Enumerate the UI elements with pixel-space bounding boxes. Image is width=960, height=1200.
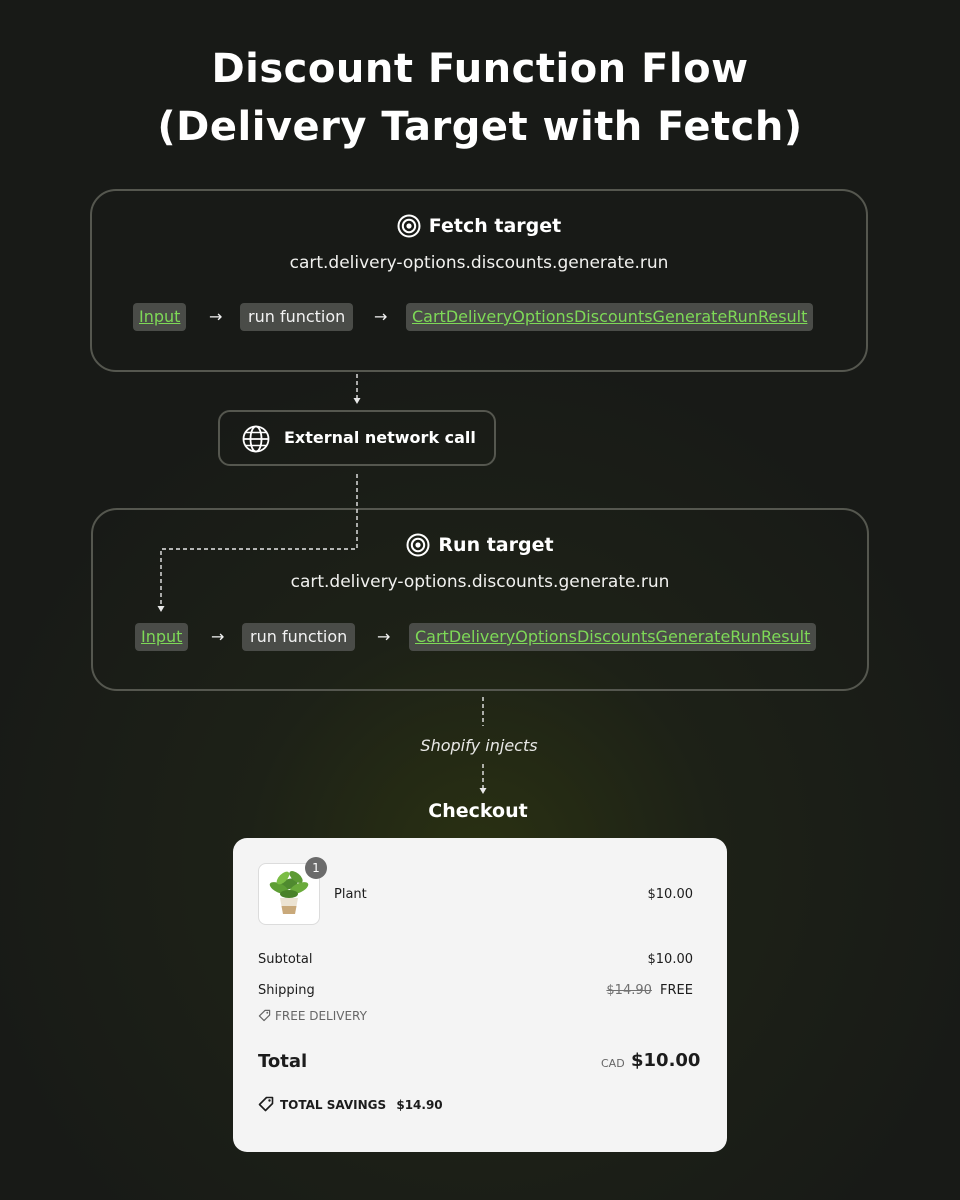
free-delivery-tag: FREE DELIVERY (258, 1007, 367, 1025)
total-currency: CAD (601, 1057, 625, 1070)
tag-icon (258, 1009, 271, 1022)
arrowhead-network (353, 398, 361, 404)
title-line-1: Discount Function Flow (211, 46, 749, 92)
shipping-free-value: FREE (660, 983, 693, 998)
total-savings: TOTAL SAVINGS $14.90 (258, 1096, 443, 1114)
fetch-run-function-pill: run function (240, 303, 354, 331)
run-target-box: Run target cart.delivery-options.discoun… (91, 508, 869, 691)
checkout-summary-card: 1 Plant $10.00 Subtotal $10.00 Shipping … (233, 838, 727, 1152)
fetch-target-title: Fetch target (428, 215, 562, 237)
plant-icon (269, 871, 309, 914)
total-savings-label: TOTAL SAVINGS (280, 1098, 387, 1112)
arrowhead-checkout (479, 788, 487, 794)
run-target-subtitle: cart.delivery-options.discounts.generate… (290, 572, 670, 592)
fetch-arrow-2: → (374, 307, 388, 326)
run-target-title: Run target (438, 534, 554, 556)
run-input-link[interactable]: Input (135, 623, 189, 651)
shopify-injects-label: Shopify injects (420, 736, 538, 755)
fetch-target-box: Fetch target cart.delivery-options.disco… (90, 189, 868, 372)
subtotal-value: $10.00 (647, 952, 694, 967)
run-result-link[interactable]: CartDeliveryOptionsDiscountsGenerateRunR… (409, 623, 817, 651)
shipping-price-group: $14.90 FREE (593, 982, 693, 1000)
shipping-label: Shipping (258, 983, 315, 998)
shipping-original-price: $14.90 (606, 983, 652, 998)
subtotal-label: Subtotal (258, 952, 313, 967)
connector-network-to-run-input (160, 474, 358, 606)
run-target-heading: Run target (93, 533, 867, 557)
globe-icon (242, 425, 270, 453)
item-name: Plant (334, 887, 367, 902)
fetch-input-link[interactable]: Input (133, 303, 187, 331)
external-network-call-node: External network call (218, 410, 496, 466)
network-call-label: External network call (284, 428, 476, 447)
quantity-badge: 1 (305, 857, 327, 879)
run-arrow-1: → (211, 627, 225, 646)
total-label: Total (258, 1051, 308, 1072)
fetch-target-subtitle: cart.delivery-options.discounts.generate… (289, 253, 669, 273)
total-savings-value: $14.90 (396, 1098, 443, 1112)
fetch-arrow-1: → (209, 307, 223, 326)
tag-icon (258, 1096, 274, 1112)
fetch-result-link[interactable]: CartDeliveryOptionsDiscountsGenerateRunR… (406, 303, 814, 331)
run-run-function-pill: run function (242, 623, 356, 651)
run-arrow-2: → (377, 627, 391, 646)
fetch-target-heading: Fetch target (92, 214, 866, 238)
product-thumbnail (258, 863, 320, 925)
page-title: Discount Function Flow (Delivery Target … (0, 40, 960, 156)
target-icon (397, 214, 421, 238)
arrowhead-run-input (157, 606, 165, 612)
title-line-2: (Delivery Target with Fetch) (157, 104, 803, 150)
checkout-heading: Checkout (428, 800, 528, 822)
total-value: $10.00 (631, 1050, 701, 1071)
target-icon (406, 533, 430, 557)
free-delivery-label: FREE DELIVERY (275, 1009, 367, 1023)
item-price: $10.00 (647, 887, 694, 902)
